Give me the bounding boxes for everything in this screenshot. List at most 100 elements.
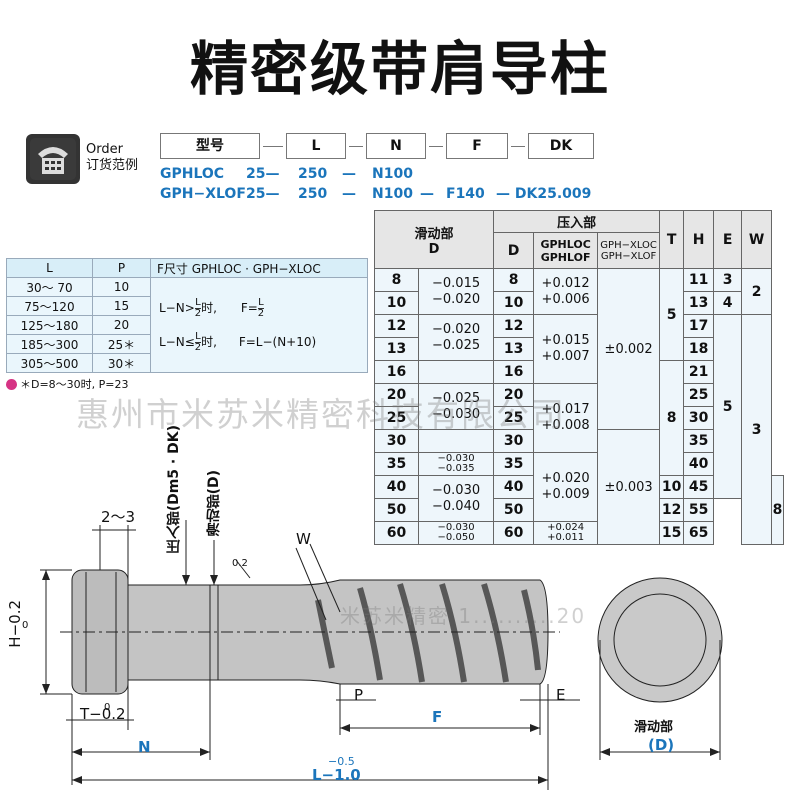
formula-text: L−N≤	[159, 335, 195, 349]
h-cell: 21	[683, 360, 715, 384]
table-cell: 25＊	[92, 334, 151, 354]
w-cell: 3	[741, 314, 773, 545]
col-P: P	[92, 258, 151, 278]
formula-text: F=L−(N+10)	[238, 335, 317, 349]
tol-cell	[417, 429, 495, 453]
frac-den: 2	[194, 308, 202, 319]
press-fit-label: 压入部(Dm5 · DK)	[166, 425, 182, 554]
code-dash	[349, 146, 363, 147]
t-cell: 10	[659, 475, 685, 499]
tol-cell: −0.015 −0.020	[417, 268, 495, 315]
press-tol-cell: +0.012 +0.006	[533, 268, 599, 315]
dim-W: W	[296, 530, 311, 548]
slide-label: 滑动部(D)	[206, 470, 222, 537]
header-slide-text: 滑动部	[414, 226, 454, 242]
d-cell: 60	[374, 521, 419, 545]
h-cell: 65	[683, 521, 715, 545]
frac-den: 2	[194, 342, 202, 353]
e-cell: 8	[771, 475, 784, 545]
watermark-2: 米苏米精密 1..........20	[340, 604, 587, 628]
example-2-N: 250	[298, 186, 328, 202]
note-icon	[6, 378, 17, 390]
header-W: W	[741, 210, 773, 269]
example-2-L: 25—	[246, 186, 280, 202]
d-cell: 20	[374, 383, 419, 407]
example-1-L: 25—	[246, 166, 280, 182]
dim-E: E	[556, 686, 566, 704]
d-cell: 60	[493, 521, 535, 545]
example-1-sep: —	[342, 166, 356, 182]
table-cell: 125〜180	[6, 315, 93, 335]
d-cell: 40	[493, 475, 535, 499]
header-press-d: D	[493, 232, 535, 269]
header-H: H	[683, 210, 715, 269]
press-tol-cell: +0.024 +0.011	[533, 521, 599, 545]
e-cell: 3	[713, 268, 743, 292]
frac-num: L	[194, 331, 202, 343]
code-dash	[511, 146, 525, 147]
h-cell: 13	[683, 291, 715, 315]
tol-cell: −0.030 −0.050	[417, 521, 495, 545]
formula-text: F=	[240, 301, 258, 315]
example-1-N: 250	[298, 166, 328, 182]
t-cell: 15	[659, 521, 685, 545]
code-field-DK: DK	[528, 133, 594, 159]
code-field-F: F	[446, 133, 508, 159]
h-text: GPH−XLOC	[600, 239, 657, 251]
d-cell: 12	[493, 314, 535, 338]
table-cell: 30＊	[92, 353, 151, 373]
code-field-L: L	[286, 133, 346, 159]
d-cell: 13	[493, 337, 535, 361]
header-press: 压入部	[493, 210, 661, 233]
d-cell: 40	[374, 475, 419, 499]
d-cell: 16	[493, 360, 535, 384]
d-cell: 25	[493, 406, 535, 430]
d-cell: 10	[493, 291, 535, 315]
xloc-cell: ±0.003	[597, 429, 661, 545]
tol-cell: −0.030 −0.035	[417, 452, 495, 476]
l-p-table: L P F尺寸 GPHLOC · GPH−XLOC 30〜 70 10 L−N>…	[6, 258, 368, 392]
h-cell: 40	[683, 452, 715, 476]
code-dash	[263, 146, 283, 147]
dim-T: T−0.2	[80, 705, 126, 723]
w-cell: 2	[741, 268, 773, 315]
footnote: ＊D=8〜30时, P=23	[6, 376, 368, 392]
example-1-model: GPHLOC	[160, 166, 225, 182]
d-cell: 50	[493, 498, 535, 522]
example-2-DKval: — DK25.009	[496, 186, 592, 202]
table-cell: 305〜500	[6, 353, 93, 373]
press-tol-cell: +0.015 +0.007	[533, 314, 599, 384]
order-cn: 订货范例	[86, 158, 139, 173]
order-en: Order	[86, 142, 123, 157]
d-cell: 13	[374, 337, 419, 361]
tol-cell	[417, 360, 495, 384]
h-text: GPHLOF	[540, 250, 591, 264]
header-E: E	[713, 210, 743, 269]
h-cell: 55	[683, 498, 715, 522]
note-text: ＊D=8〜30时, P=23	[20, 378, 129, 391]
t-cell: 8	[659, 360, 685, 476]
frac-den: 2	[257, 308, 265, 319]
table-cell: 20	[92, 315, 151, 335]
dim-0-2: 0.2	[232, 558, 248, 569]
example-2-DK: F140	[446, 186, 485, 202]
example-2-F: N100	[372, 186, 413, 202]
formula-text: 时,	[201, 301, 217, 315]
dim-F: F	[432, 708, 443, 726]
example-1-F: N100	[372, 166, 413, 182]
example-2-sep2: —	[420, 186, 434, 202]
h-cell: 11	[683, 268, 715, 292]
dim-T-top: 0	[104, 702, 111, 713]
t-cell: 5	[659, 268, 685, 361]
d-cell: 16	[374, 360, 419, 384]
formula-text: L−N>	[159, 301, 195, 315]
